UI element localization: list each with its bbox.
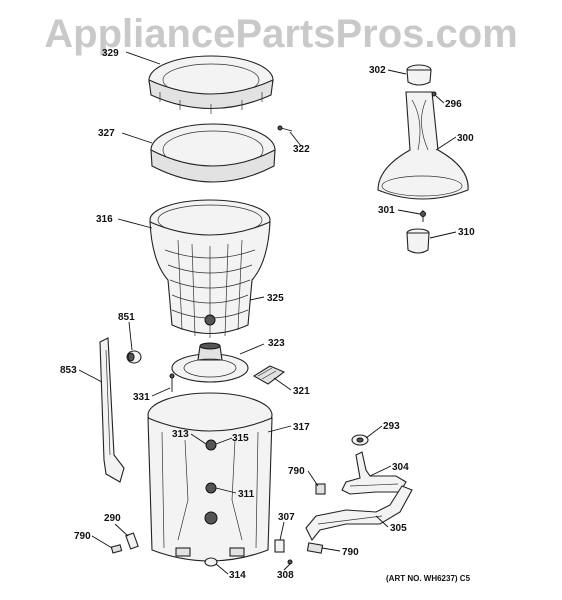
label-300: 300: [457, 133, 474, 144]
label-790-mid: 790: [288, 466, 305, 477]
label-296: 296: [445, 99, 462, 110]
part-322-screw[interactable]: [277, 125, 293, 132]
label-302: 302: [369, 65, 386, 76]
part-331-pin[interactable]: [169, 373, 175, 392]
part-323-hub[interactable]: [171, 342, 249, 383]
label-310: 310: [458, 227, 475, 238]
leader-lines: [78, 51, 457, 575]
label-290: 290: [104, 513, 121, 524]
part-314-nut[interactable]: [204, 557, 218, 567]
label-790-left: 790: [74, 531, 91, 542]
part-790-clip-left[interactable]: [110, 544, 123, 554]
label-851: 851: [118, 312, 135, 323]
label-311: 311: [238, 489, 255, 500]
part-790-clip-bottom[interactable]: [306, 542, 324, 554]
label-331: 331: [133, 392, 150, 403]
art-number: (ART NO. WH6237) C5: [386, 574, 471, 583]
label-293: 293: [383, 421, 400, 432]
label-307: 307: [278, 512, 295, 523]
label-329: 329: [102, 48, 119, 59]
part-329-tub-cover[interactable]: [148, 55, 274, 114]
part-321-seal[interactable]: [252, 365, 286, 385]
label-305: 305: [390, 523, 407, 534]
part-302-cap[interactable]: [406, 64, 432, 86]
part-293-clamp[interactable]: [351, 434, 369, 446]
part-308-screw[interactable]: [287, 559, 293, 565]
part-305-hose[interactable]: [305, 485, 413, 542]
label-321: 321: [293, 386, 310, 397]
part-300-agitator[interactable]: [377, 91, 469, 200]
part-307-bracket[interactable]: [274, 539, 285, 553]
label-327: 327: [98, 128, 115, 139]
label-323: 323: [268, 338, 285, 349]
part-317-outer-tub[interactable]: [147, 392, 273, 562]
label-301: 301: [378, 205, 395, 216]
part-327-balance-ring[interactable]: [150, 123, 276, 183]
part-851-cap[interactable]: [126, 350, 142, 364]
label-317: 317: [293, 422, 310, 433]
part-301-bolt[interactable]: [420, 210, 426, 222]
part-304-hose[interactable]: [341, 451, 407, 495]
watermark-logo: AppliancePartsPros.com: [44, 12, 518, 56]
label-322: 322: [293, 144, 310, 155]
part-790-clip-mid[interactable]: [315, 483, 326, 495]
part-labels: 329 327 322 316 325 851 323 853 331 321 …: [60, 48, 475, 583]
label-314: 314: [229, 570, 246, 581]
part-310-coupling[interactable]: [406, 228, 430, 254]
part-290-plug[interactable]: [125, 532, 139, 550]
label-315: 315: [232, 433, 249, 444]
label-325: 325: [267, 293, 284, 304]
label-316: 316: [96, 214, 113, 225]
label-313: 313: [172, 429, 189, 440]
part-316-basket[interactable]: [149, 199, 271, 338]
label-790-bottom: 790: [342, 547, 359, 558]
part-853-tube[interactable]: [99, 337, 125, 483]
label-304: 304: [392, 462, 409, 473]
label-853: 853: [60, 365, 77, 376]
label-308: 308: [277, 570, 294, 581]
